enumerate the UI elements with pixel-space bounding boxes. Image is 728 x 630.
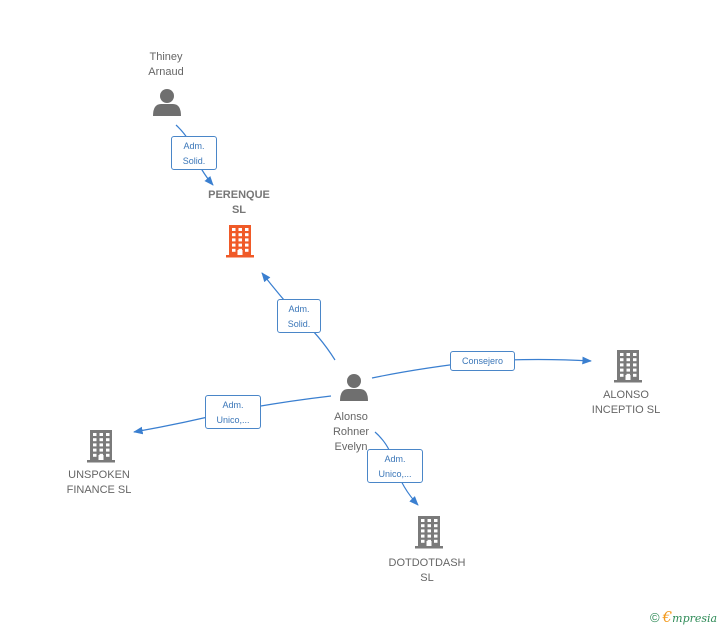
person-icon-alonso_person[interactable]	[340, 374, 368, 401]
building-icon-alonso_inceptio[interactable]	[614, 350, 642, 383]
node-label-unspoken[interactable]: UNSPOKEN FINANCE SL	[54, 468, 144, 498]
building-icon-perenque[interactable]	[226, 225, 254, 258]
node-label-line: PERENQUE	[208, 189, 270, 201]
edge-label-line: Adm.	[384, 454, 406, 464]
person-icon-thiney[interactable]	[153, 89, 181, 116]
edge-label-line: Unico,...	[216, 415, 250, 425]
node-label-line: FINANCE SL	[66, 484, 132, 496]
edge-label-line: Adm.	[222, 400, 244, 410]
node-label-line: ALONSO	[603, 389, 649, 401]
edge-label-line: Solid.	[182, 156, 206, 166]
node-label-line: Rohner	[332, 426, 370, 438]
edge-label-e2[interactable]: Adm. Solid.	[277, 299, 321, 333]
edge-label-line: Adm.	[183, 141, 205, 151]
node-label-line: SL	[231, 204, 247, 216]
edge-label-e1[interactable]: Adm. Solid.	[171, 136, 217, 170]
brand-initial: €	[662, 608, 673, 626]
node-label-line: SL	[420, 572, 434, 584]
building-icon-unspoken[interactable]	[87, 430, 115, 463]
node-label-line: INCEPTIO SL	[591, 404, 661, 416]
edge-label-line: Solid.	[287, 319, 311, 329]
node-label-line: UNSPOKEN	[68, 469, 130, 481]
edge-label-line: Consejero	[461, 356, 504, 366]
brand-name: mpresia	[672, 612, 718, 625]
node-label-line: Arnaud	[148, 66, 184, 78]
node-label-line: Alonso	[334, 411, 368, 423]
node-label-line: Evelyn	[334, 441, 368, 453]
edge-label-e4[interactable]: Adm. Unico,...	[205, 395, 261, 429]
copyright-symbol: ©	[650, 610, 660, 625]
edge-label-line: Adm.	[288, 304, 310, 314]
edge-label-e5[interactable]: Adm. Unico,...	[367, 449, 423, 483]
node-label-dotdotdash[interactable]: DOTDOTDASH SL	[382, 556, 472, 586]
node-label-line: DOTDOTDASH	[388, 557, 466, 569]
edge-label-e3[interactable]: Consejero	[450, 351, 515, 371]
building-icon-dotdotdash[interactable]	[415, 516, 443, 549]
node-label-line: Thiney	[149, 51, 183, 63]
node-label-alonso_inceptio[interactable]: ALONSO INCEPTIO SL	[581, 388, 671, 418]
edge-label-line: Unico,...	[378, 469, 412, 479]
empresia-brand: ©€mpresia	[650, 608, 717, 626]
node-label-perenque[interactable]: PERENQUE SL	[194, 188, 284, 218]
